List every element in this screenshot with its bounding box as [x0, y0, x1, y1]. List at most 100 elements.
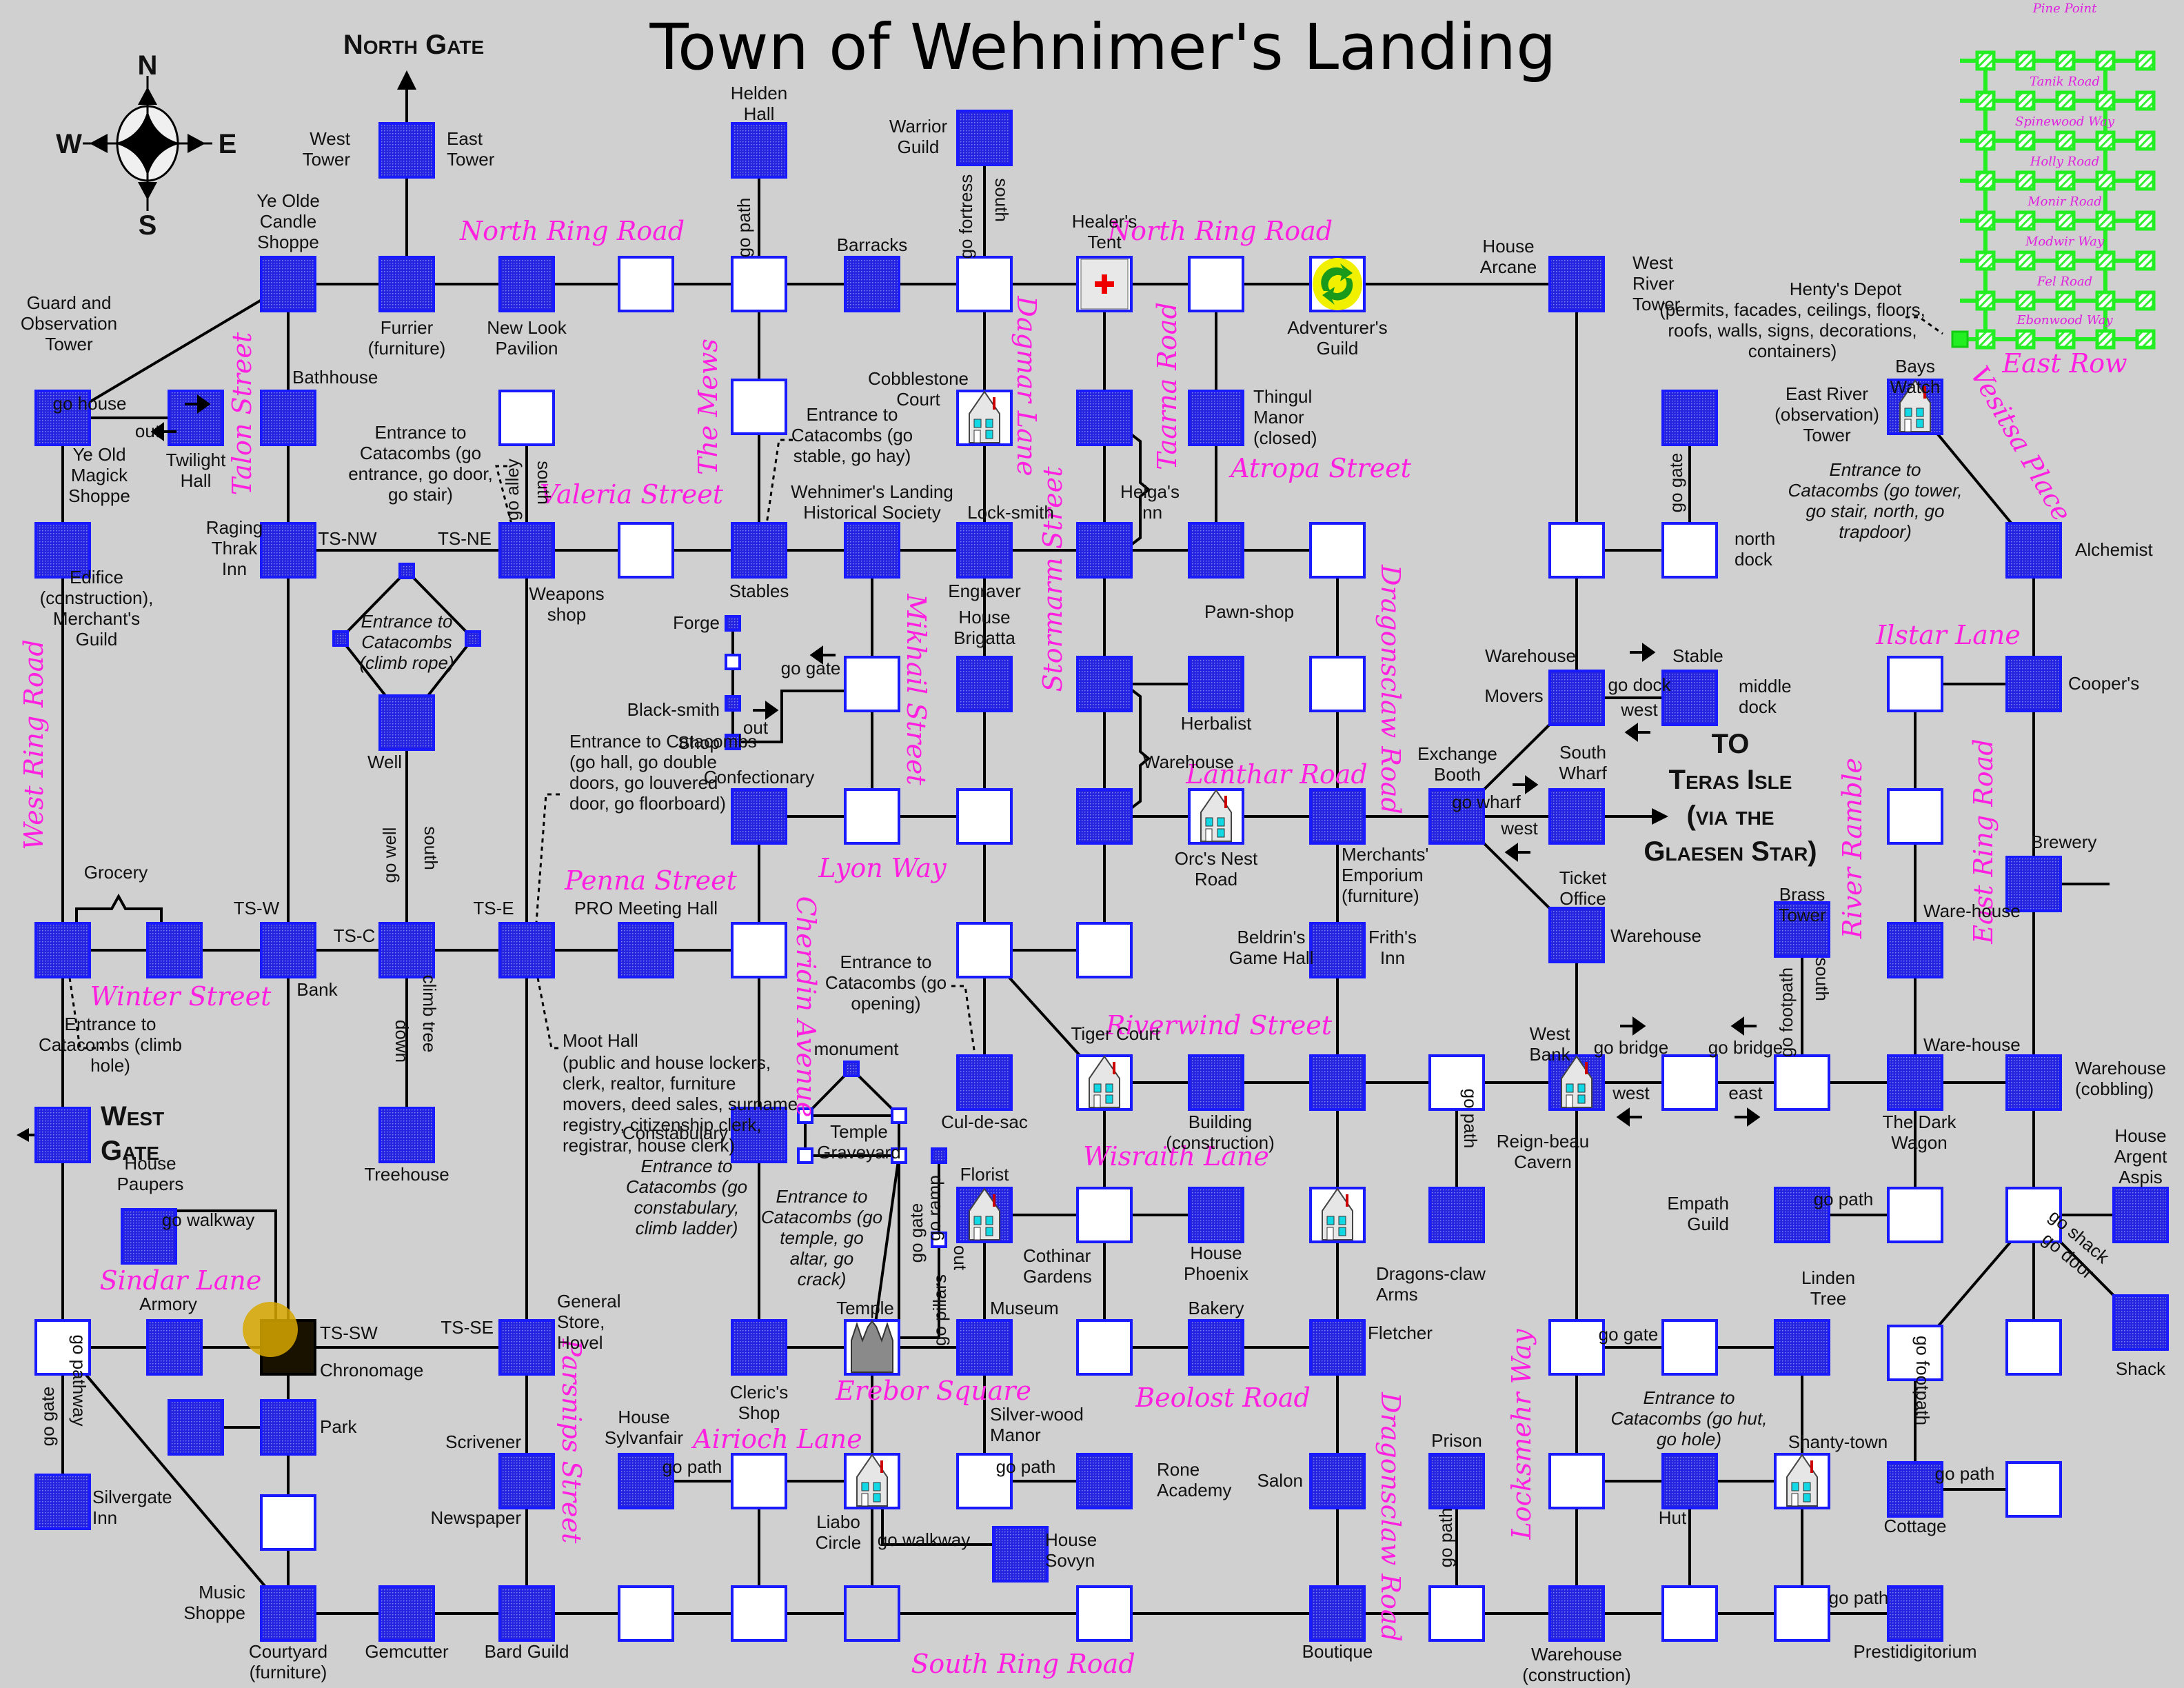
location-node-pawn[interactable]	[1188, 522, 1244, 579]
location-node-stable[interactable]	[1661, 670, 1718, 726]
location-node-sylvanfair[interactable]	[618, 1453, 674, 1509]
location-node-treehouse[interactable]	[378, 1107, 435, 1163]
east-row-node[interactable]	[2095, 130, 2116, 151]
location-node-boutique[interactable]	[1309, 1585, 1366, 1642]
location-node-tsne[interactable]	[498, 522, 555, 579]
location-node-nr2[interactable]	[731, 256, 787, 312]
east-row-node[interactable]	[2015, 130, 2036, 151]
location-node-wh2[interactable]	[1076, 788, 1133, 845]
east-row-node[interactable]	[2055, 290, 2076, 311]
location-node-sv1[interactable]	[956, 1453, 1013, 1509]
east-row-node[interactable]	[2015, 250, 2036, 271]
east-row-node[interactable]	[1975, 170, 1996, 191]
location-node-tg1[interactable]	[797, 1107, 813, 1124]
east-row-node[interactable]	[2095, 329, 2116, 350]
location-node-thrak[interactable]	[260, 522, 316, 579]
location-node-grocery2[interactable]	[146, 922, 203, 978]
location-node-wl[interactable]	[332, 630, 349, 647]
location-node-fletcher[interactable]	[1309, 1319, 1366, 1376]
location-node-tsse[interactable]	[498, 1319, 555, 1376]
location-node-armory[interactable]	[146, 1319, 203, 1376]
location-node-ndock2[interactable]	[1661, 522, 1718, 579]
east-row-node[interactable]	[2135, 170, 2156, 191]
east-row-node[interactable]	[2055, 90, 2076, 111]
location-node-p1[interactable]	[731, 922, 787, 978]
location-node-v1[interactable]	[618, 522, 674, 579]
location-node-pk2[interactable]	[260, 1494, 316, 1551]
location-node-helga2[interactable]	[1076, 522, 1133, 579]
location-node-park0[interactable]	[168, 1399, 224, 1456]
location-node-er1[interactable]	[2005, 1319, 2062, 1376]
location-node-museum[interactable]	[956, 1319, 1013, 1376]
location-node-rw2[interactable]	[1428, 1054, 1485, 1111]
east-row-node[interactable]	[2095, 210, 2116, 231]
east-row-node[interactable]	[2095, 50, 2116, 71]
location-node-rr1[interactable]	[1887, 788, 1943, 845]
location-node-ndock1[interactable]	[1548, 522, 1605, 579]
location-node-mon[interactable]	[843, 1061, 860, 1077]
location-node-herbalist[interactable]	[1188, 656, 1244, 712]
location-node-linden[interactable]	[1774, 1319, 1830, 1376]
location-node-argent1[interactable]	[2005, 1187, 2062, 1243]
location-node-bakery[interactable]	[1188, 1319, 1244, 1376]
location-node-mews[interactable]	[731, 379, 787, 435]
east-row-node[interactable]	[1975, 50, 1996, 71]
location-node-op2[interactable]	[1076, 922, 1133, 978]
location-node-dw[interactable]	[1887, 1187, 1943, 1243]
location-node-bard[interactable]	[498, 1585, 555, 1642]
location-node-merch[interactable]	[1309, 788, 1366, 845]
location-node-pill[interactable]	[931, 1232, 947, 1248]
location-node-sr7[interactable]	[1774, 1585, 1830, 1642]
location-node-westgate[interactable]	[34, 1107, 91, 1163]
location-node-paupers[interactable]	[121, 1208, 177, 1265]
east-row-node[interactable]	[1975, 250, 1996, 271]
location-node-lg2[interactable]	[1661, 1319, 1718, 1376]
east-row-node[interactable]	[2055, 170, 2076, 191]
location-node-brewery[interactable]	[2005, 856, 2062, 912]
location-node-tsc[interactable]	[378, 922, 435, 978]
east-row-node[interactable]	[2135, 210, 2156, 231]
east-row-node[interactable]	[1975, 329, 1996, 350]
location-node-dr1[interactable]	[1309, 656, 1366, 712]
location-node-guard[interactable]	[34, 390, 91, 446]
location-node-barracks[interactable]	[844, 256, 900, 312]
location-node-rone[interactable]	[1076, 1453, 1133, 1509]
east-row-node[interactable]	[2015, 329, 2036, 350]
location-node-coopers[interactable]	[2005, 656, 2062, 712]
location-node-tg3[interactable]	[797, 1147, 813, 1164]
location-node-br1[interactable]	[1661, 1054, 1718, 1111]
location-node-helga1[interactable]	[1076, 390, 1133, 446]
east-row-node[interactable]	[2055, 130, 2076, 151]
location-node-argent2[interactable]	[2112, 1187, 2169, 1243]
location-node-sr1[interactable]	[618, 1585, 674, 1642]
location-node-well[interactable]	[378, 694, 435, 751]
location-node-gateN[interactable]	[1661, 390, 1718, 446]
location-node-gategt[interactable]	[844, 656, 900, 712]
location-node-silvergate[interactable]	[34, 1474, 91, 1530]
location-node-b1[interactable]	[1076, 1319, 1133, 1376]
location-node-gem[interactable]	[378, 1585, 435, 1642]
east-row-node[interactable]	[1975, 130, 1996, 151]
location-node-brass[interactable]	[1774, 901, 1830, 958]
east-row-node[interactable]	[2015, 290, 2036, 311]
east-row-node[interactable]	[2095, 250, 2116, 271]
location-node-prison[interactable]	[1428, 1453, 1485, 1509]
location-node-sr2[interactable]	[731, 1585, 787, 1642]
location-node-tse[interactable]	[498, 922, 555, 978]
location-node-forge[interactable]	[725, 615, 741, 632]
location-node-alchemist[interactable]	[2005, 522, 2062, 579]
east-row-node[interactable]	[1975, 90, 1996, 111]
location-node-helden[interactable]	[731, 122, 787, 179]
location-node-brigatta[interactable]	[956, 656, 1013, 712]
location-node-henty[interactable]	[1951, 330, 1969, 348]
location-node-newlook[interactable]	[498, 256, 555, 312]
location-node-stables[interactable]	[731, 522, 787, 579]
location-node-park[interactable]	[260, 1399, 316, 1456]
location-node-nr4[interactable]	[1188, 256, 1244, 312]
location-node-shop[interactable]	[725, 734, 741, 750]
location-node-sw1[interactable]	[34, 1319, 91, 1376]
east-row-node[interactable]	[2055, 250, 2076, 271]
location-node-engraver[interactable]	[956, 522, 1013, 579]
location-node-culdesac[interactable]	[956, 1054, 1013, 1111]
location-node-whx[interactable]	[1548, 907, 1605, 963]
